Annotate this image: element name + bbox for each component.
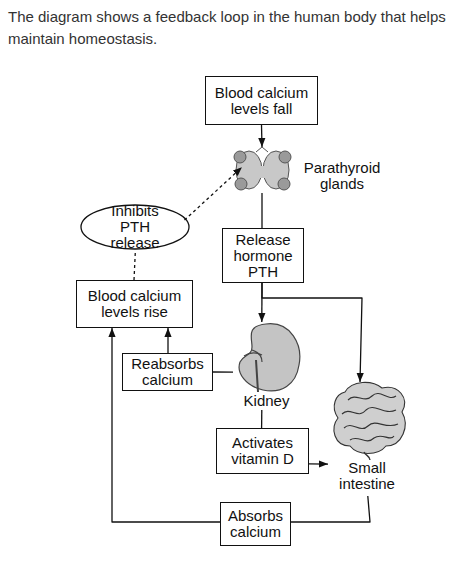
process-box: Absorbs calcium [220, 502, 291, 546]
organ-label: Parathyroid glands [294, 160, 390, 192]
diagram-title: The diagram shows a feedback loop in the… [8, 6, 448, 50]
dotted-connector [134, 250, 135, 280]
organ-label: Kidney [227, 393, 306, 409]
process-box: Blood calcium levels fall [205, 76, 318, 125]
node-text: Release hormone PTH [226, 232, 300, 280]
node-text: Blood calcium levels rise [80, 288, 189, 320]
intestine-illustration [334, 382, 405, 460]
connector-line [261, 125, 263, 147]
process-box: Release hormone PTH [222, 228, 304, 283]
node-text: Reabsorbs calcium [126, 356, 209, 388]
organ-label: Small intestine [320, 460, 414, 492]
connector-line [112, 328, 220, 522]
organ-node: Parathyroid glands [233, 147, 390, 193]
process-box: Reabsorbs calcium [122, 353, 213, 391]
connector-line [261, 193, 262, 228]
dotted-connector [185, 167, 242, 220]
node-text: Blood calcium levels fall [209, 85, 314, 117]
connector-line [213, 371, 233, 373]
process-box: Blood calcium levels rise [76, 280, 193, 328]
connector-line [261, 410, 262, 428]
connector-line [261, 283, 263, 322]
organ-node: Kidney [233, 322, 300, 410]
parathyroid-illustration [234, 147, 291, 190]
inhibition-oval: Inhibits PTH release [80, 204, 190, 250]
connector-line [309, 463, 328, 465]
kidney-illustration [239, 324, 300, 392]
connector-line [167, 328, 168, 353]
node-text: Inhibits PTH release [96, 203, 174, 251]
connector-line [291, 496, 370, 522]
organ-node: Small intestine [328, 382, 406, 496]
node-text: Activates vitamin D [220, 435, 305, 467]
node-text: Absorbs calcium [224, 508, 287, 540]
connector-line [262, 283, 362, 382]
process-box: Activates vitamin D [216, 428, 309, 474]
